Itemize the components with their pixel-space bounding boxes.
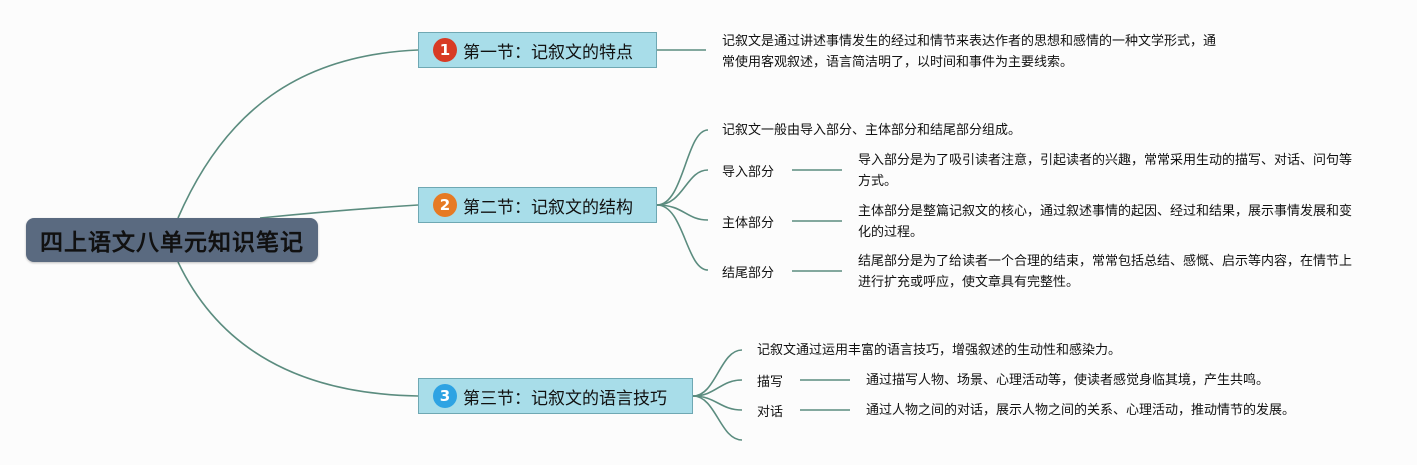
section-2-sub-body-label[interactable]: 主体部分 [722,216,775,231]
link-root-s1 [177,49,419,219]
section-2-sub-ending-desc: 结尾部分是为了给读者一个合理的结束，常常包括总结、感慨、启示等内容，在情节上进行… [858,254,1353,290]
section-1-node[interactable]: 1 第一节：记叙文的特点 [418,32,657,68]
section-3-sub-dialogue-label[interactable]: 对话 [757,405,784,420]
section-3-intro-text: 记叙文通过运用丰富的语言技巧，增强叙述的生动性和感染力。 [757,343,1122,358]
section-1-description: 记叙文是通过讲述事情发生的经过和情节来表达作者的思想和感情的一种文学形式，通常使… [722,34,1217,70]
section-3-node[interactable]: 3 第三节：记叙文的语言技巧 [418,378,693,414]
link-s2-c [656,204,709,271]
section-2-intro-text: 记叙文一般由导入部分、主体部分和结尾部分组成。 [722,123,1022,138]
section-3-title: 第三节：记叙文的语言技巧 [463,388,667,409]
link-s2-intro [656,129,709,206]
section-3-sub-dialogue-desc: 通过人物之间的对话，展示人物之间的关系、心理活动，推动情节的发展。 [866,403,1296,418]
section-1-number-badge: 1 [433,38,457,62]
section-2-sub-intro-label[interactable]: 导入部分 [722,165,775,180]
link-root-s3 [177,261,419,397]
link-s2-a [656,169,709,206]
root-title: 四上语文八单元知识笔记 [40,230,304,256]
section-2-node[interactable]: 2 第二节：记叙文的结构 [418,187,657,223]
section-2-number-badge: 2 [433,193,457,217]
section-2-sub-body-desc: 主体部分是整篇记叙文的核心，通过叙述事情的起因、经过和结果，展示事情发展和变化的… [858,204,1353,240]
section-3-number-badge: 3 [433,384,457,408]
link-s3-d [692,395,743,441]
section-2-sub-ending-label[interactable]: 结尾部分 [722,266,775,281]
section-3-sub-description-desc: 通过描写人物、场景、心理活动等，使读者感觉身临其境，产生共鸣。 [866,373,1270,388]
section-1-title: 第一节：记叙文的特点 [463,42,633,63]
link-s3-intro [692,349,743,397]
section-2-sub-intro-desc: 导入部分是为了吸引读者注意，引起读者的兴趣，常常采用生动的描写、对话、问句等方式… [858,153,1353,189]
root-topic[interactable]: 四上语文八单元知识笔记 [26,218,318,262]
link-root-s2 [259,204,419,219]
section-2-title: 第二节：记叙文的结构 [463,197,633,218]
link-s2-b [656,204,709,221]
section-3-sub-description-label[interactable]: 描写 [757,375,784,390]
